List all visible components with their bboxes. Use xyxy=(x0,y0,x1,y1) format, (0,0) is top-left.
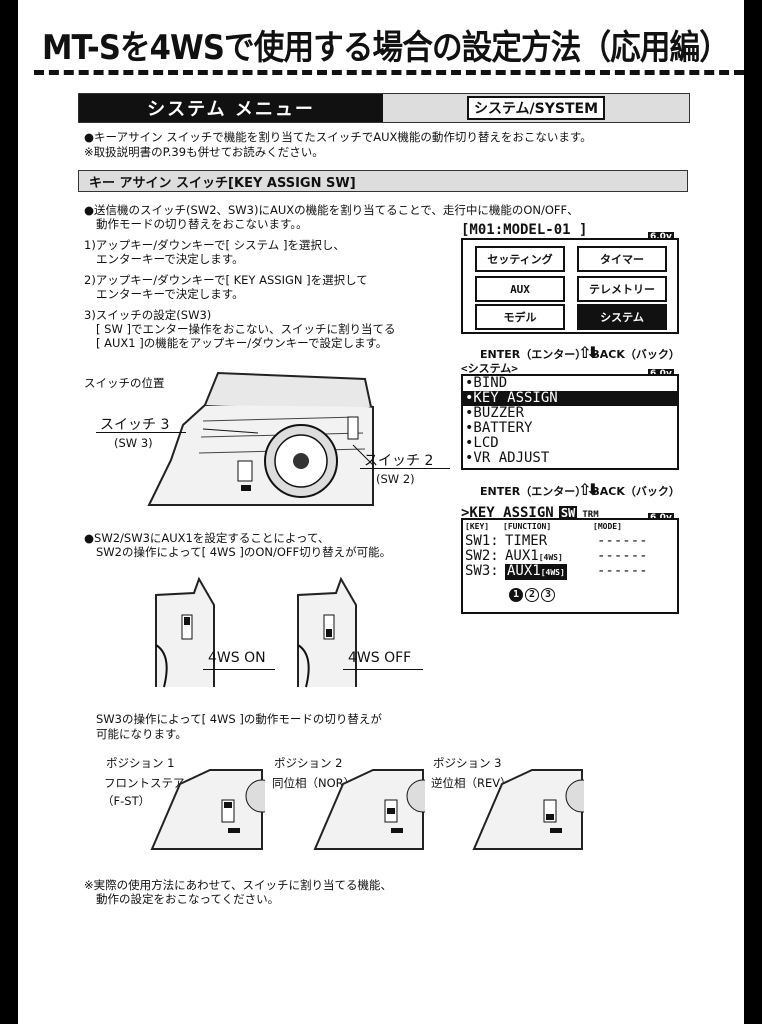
ws-on-illustration xyxy=(155,576,215,688)
menu-item-key-assign[interactable]: •KEY ASSIGN xyxy=(463,391,677,406)
back-label: BACK（バック） xyxy=(591,348,680,361)
tab-trm[interactable]: TRM xyxy=(582,510,599,520)
row-sw2-func[interactable]: AUX1 xyxy=(505,548,539,564)
row-sw1-func[interactable]: TIMER xyxy=(505,533,548,549)
ws-on-label: 4WS ON xyxy=(208,650,266,666)
switch-position-label: スイッチの位置 xyxy=(84,376,165,390)
col-mode: [MODE] xyxy=(593,522,622,531)
menu-model-button[interactable]: モデル xyxy=(475,304,565,330)
step1-line-1: 1)アップキー/ダウンキーで[ システム ]を選択し、 xyxy=(84,238,345,252)
lcd1-header: [M01:MODEL-01 ] xyxy=(461,222,588,238)
sw3-text-line-1: SW3の操作によって[ 4WS ]の動作モードの切り替えが xyxy=(96,712,382,726)
menu-timer-button[interactable]: タイマー xyxy=(577,246,667,272)
down-arrow-icon: ⬇ xyxy=(586,343,600,362)
lcd3-header: >KEY ASSIGN xyxy=(461,505,554,521)
lcd2-header: <システム> xyxy=(461,362,518,375)
position1-code: （F-ST） xyxy=(102,794,151,808)
col-function: [FUNCTION] xyxy=(503,522,552,531)
up-arrow-icon: ⇧ xyxy=(578,343,592,362)
row-sw1-mode[interactable]: ------ xyxy=(597,533,648,549)
ws-off-leader-line xyxy=(343,669,423,670)
step1-line-2: エンターキーで決定します。 xyxy=(96,252,244,266)
step3-line-1: 3)スイッチの設定(SW3) xyxy=(84,308,212,322)
switch3-leader-line xyxy=(96,432,186,433)
position3-illustration xyxy=(472,769,584,850)
back-label: BACK（バック） xyxy=(591,485,680,498)
ws-off-illustration xyxy=(297,576,357,688)
menu-system-button[interactable]: システム xyxy=(577,304,667,330)
row-sw3-key: SW3: xyxy=(465,563,499,579)
system-menu-label: システム メニュー xyxy=(79,94,383,122)
menu-setting-button[interactable]: セッティング xyxy=(475,246,565,272)
menu-aux-button[interactable]: AUX xyxy=(475,276,565,302)
position2-desc: 同位相（NOR） xyxy=(272,776,356,790)
battery-icon: 6.0v xyxy=(648,232,674,242)
intro-line-1: ●キーアサイン スイッチで機能を割り当てたスイッチでAUX機能の動作切り替えをお… xyxy=(84,130,592,144)
step2-line-1: 2)アップキー/ダウンキーで[ KEY ASSIGN ]を選択して xyxy=(84,273,368,287)
system-menu-bar: システム メニュー システム/SYSTEM xyxy=(78,93,690,123)
page-indicator: 1 2 3 xyxy=(509,588,555,602)
menu-item-vr-adjust[interactable]: •VR ADJUST xyxy=(465,450,550,466)
menu-item-buzzer[interactable]: •BUZZER xyxy=(465,405,525,421)
up-arrow-icon: ⇧ xyxy=(578,480,592,499)
section-title: キー アサイン スイッチ[KEY ASSIGN SW] xyxy=(78,170,688,192)
ws-off-label: 4WS OFF xyxy=(348,650,412,666)
position2-illustration xyxy=(313,769,425,850)
row-sw2-mode[interactable]: ------ xyxy=(597,548,648,564)
lcd-key-assign: [KEY] [FUNCTION] [MODE] SW1: TIMER -----… xyxy=(461,518,679,614)
menu-item-bind[interactable]: •BIND xyxy=(465,375,508,391)
row-sw2-key: SW2: xyxy=(465,548,499,564)
footnote-line-1: ※実際の使用方法にあわせて、スイッチに割り当てる機能、 xyxy=(84,878,393,892)
bullet1-line-1: ●送信機のスイッチ(SW2、SW3)にAUXの機能を割り当てることで、走行中に機… xyxy=(84,203,579,217)
position1-label: ポジション 1 xyxy=(106,756,175,770)
step3-line-3: [ AUX1 ]の機能をアップキー/ダウンキーで設定します。 xyxy=(96,336,388,350)
switch3-label: スイッチ 3 xyxy=(100,417,170,433)
tab-sw[interactable]: SW xyxy=(558,506,578,520)
row-sw1-key: SW1: xyxy=(465,533,499,549)
ws-on-leader-line xyxy=(203,669,275,670)
manual-page: MT-Sを4WSで使用する場合の設定方法（応用編） システム メニュー システム… xyxy=(18,0,744,1024)
sw3-text-line-2: 可能になります。 xyxy=(96,727,187,741)
row-sw3-tag: [4WS] xyxy=(540,568,565,577)
transmitter-illustration xyxy=(147,371,374,506)
position2-label: ポジション 2 xyxy=(274,756,343,770)
switch2-code: (SW 2) xyxy=(376,472,415,486)
page-2-dot[interactable]: 2 xyxy=(525,588,539,602)
row-sw3-mode[interactable]: ------ xyxy=(597,563,648,579)
bullet2-line-1: ●SW2/SW3にAUX1を設定することによって、 xyxy=(84,531,330,545)
menu-item-battery[interactable]: •BATTERY xyxy=(465,420,533,436)
menu-item-lcd[interactable]: •LCD xyxy=(465,435,499,451)
position1-desc: フロントステア xyxy=(104,776,185,790)
lcd-main-menu: セッティング タイマー AUX テレメトリー モデル システム xyxy=(461,238,679,334)
enter-label: ENTER（エンター） xyxy=(480,348,587,361)
switch2-label: スイッチ 2 xyxy=(364,453,434,469)
lcd-system-menu: •BIND •KEY ASSIGN •BUZZER •BATTERY •LCD … xyxy=(461,374,679,470)
menu-telemetry-button[interactable]: テレメトリー xyxy=(577,276,667,302)
intro-line-2: ※取扱説明書のP.39も併せてお読みください。 xyxy=(84,145,324,159)
system-menu-tag: システム/SYSTEM xyxy=(466,96,606,120)
position3-label: ポジション 3 xyxy=(433,756,502,770)
row-sw3-func[interactable]: AUX1 xyxy=(507,563,541,579)
enter-label: ENTER（エンター） xyxy=(480,485,587,498)
switch3-code: (SW 3) xyxy=(114,436,153,450)
switch2-leader-line xyxy=(360,468,450,469)
title-divider xyxy=(34,70,744,75)
position1-illustration xyxy=(150,769,265,850)
page-3-dot[interactable]: 3 xyxy=(541,588,555,602)
down-arrow-icon: ⬇ xyxy=(586,480,600,499)
bullet2-line-2: SW2の操作によって[ 4WS ]のON/OFF切り替えが可能。 xyxy=(96,545,392,559)
col-key: [KEY] xyxy=(465,522,490,531)
step2-line-2: エンターキーで決定します。 xyxy=(96,287,244,301)
footnote-line-2: 動作の設定をおこなってください。 xyxy=(96,892,280,906)
step3-line-2: [ SW ]でエンター操作をおこない、スイッチに割り当てる xyxy=(96,322,396,336)
page-title: MT-Sを4WSで使用する場合の設定方法（応用編） xyxy=(42,28,730,68)
row-sw2-tag: [4WS] xyxy=(538,553,563,562)
page-1-dot[interactable]: 1 xyxy=(509,588,523,602)
position3-desc: 逆位相（REV） xyxy=(431,776,512,790)
bullet1-line-2: 動作モードの切り替えをおこないます。。 xyxy=(96,217,308,231)
